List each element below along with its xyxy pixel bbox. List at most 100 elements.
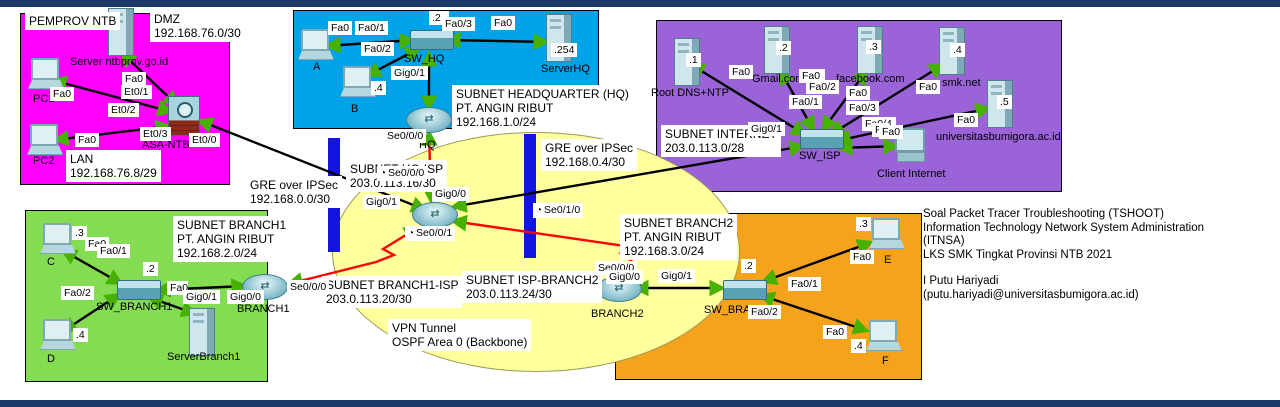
port-swisp-gig01: Gig0/1 [748,122,785,136]
gmail-name: Gmail.com [752,73,805,85]
hq-subnet-note: SUBNET HEADQUARTER (HQ) PT. ANGIN RIBUT … [452,85,633,131]
port-isp-gig01: Gig0/1 [363,195,400,209]
root-dns-name: Root DNS+NTP [651,87,729,99]
sw-branch1-device[interactable] [117,280,161,300]
port-asa-et02: Et0/2 [108,103,139,117]
universitas-name: universitasbumigora.ac.id [936,131,1061,143]
link-pc1-asa[interactable] [49,75,175,117]
port-swb2-fa02: Fa0/2 [748,305,781,319]
vpn-subtitle: OSPF Area 0 (Backbone) [392,335,528,349]
isp-branch2-title: SUBNET ISP-BRANCH2 [466,273,599,287]
bottom-bar [0,400,1280,407]
pc-f-device[interactable] [866,320,902,351]
gre-right-note: GRE over IPSec 192.168.0.4/30 [541,139,638,171]
branch2-company: PT. ANGIN RIBUT [624,230,722,244]
port-isp-se010: ◔Se0/1/0 [533,203,584,218]
pc-d-device[interactable] [40,319,76,350]
pc-c-ip: .3 [72,226,87,240]
pc1-name: PC1 [33,93,55,105]
credits-note: Soal Packet Tracer Troubleshooting (TSHO… [923,208,1204,302]
port-pc1-fa0: Fa0 [50,87,75,101]
port-swhq-fa02: Fa0/2 [361,42,394,56]
port-smk-fa0: Fa0 [916,80,941,94]
branch1-subnet-note: SUBNET BRANCH1 PT. ANGIN RIBUT 192.168.2… [173,216,291,262]
credits-line6: (putu.hariyadi@universitasbumigora.ac.id… [923,288,1139,301]
sw-isp-name: SW_ISP [799,150,841,162]
port-swb2-fa01: Fa0/1 [788,277,821,291]
branch2-subnet-note: SUBNET BRANCH2 PT. ANGIN RIBUT 192.168.3… [620,214,738,260]
vpn-note: VPN Tunnel OSPF Area 0 (Backbone) [388,319,532,351]
pc-b-ip: .4 [371,81,386,95]
pc-b-device[interactable] [340,66,376,97]
vpn-title: VPN Tunnel [392,321,457,335]
pc-e-device[interactable] [869,218,905,249]
link-serial-isp-branch1[interactable] [285,225,421,289]
port-swb2-gig01: Gig0/1 [658,269,695,283]
link-b-swhq[interactable] [364,46,422,78]
lan-note: LAN 192.168.76.8/29 [66,150,161,182]
facebook-name: facebook.com [836,73,905,85]
port-swisp-fa01: Fa0/1 [789,95,822,109]
pc2-device[interactable] [27,124,63,155]
dmz-title: DMZ [154,12,180,26]
pemprov-label: PEMPROV NTB [25,12,121,30]
pc-d-name: D [47,353,55,365]
gre-left-title: GRE over IPSec [250,178,339,192]
hq-company: PT. ANGIN RIBUT [456,101,554,115]
isp-branch2-subnet-note: SUBNET ISP-BRANCH2 203.0.113.24/30 [462,271,603,303]
link-swisp-client[interactable] [835,138,901,156]
link-swhq-serverhq[interactable] [443,31,551,51]
pc-a-device[interactable] [298,29,334,60]
smk-ip: .4 [950,43,965,57]
port-branch2-gig00: Gig0/0 [606,270,643,284]
credits-line5: I Putu Hariyadi [923,275,999,287]
link-swb2-e[interactable] [760,239,874,285]
root-ip: .1 [686,53,701,67]
link-c-swb1[interactable] [60,248,124,286]
port-isp-gig00: Gig0/0 [432,187,469,201]
serverbranch1-device[interactable] [189,308,215,356]
sw-branch1-ip: .2 [143,262,158,276]
port-asa-et00: Et0/0 [189,133,220,147]
sw-hq-device[interactable] [410,30,454,50]
port-swb1-gig01: Gig0/1 [183,290,220,304]
pc-e-name: E [884,254,892,266]
client-internet-name: Client Internet [877,168,946,180]
port-asa-et01: Et0/1 [121,85,152,99]
port-isp-se001-label: Se0/0/1 [416,227,453,239]
gmail-ip: .2 [776,41,791,55]
clock-icon: ◔ [408,228,415,239]
isp-branch2-subnet: 203.0.113.24/30 [466,287,552,301]
facebook-ip: .3 [866,40,881,54]
port-isp-se001: ◔Se0/0/1 [405,226,456,241]
credits-line4: LKS SMK Tingkat Provinsi NTB 2021 [923,248,1113,261]
serverbranch1-name: ServerBranch1 [167,351,241,363]
gre-left-note: GRE over IPSec 192.168.0.0/30 [246,176,343,208]
sw-branch2-device[interactable] [723,280,767,300]
credits-line3: (ITNSA) [923,235,965,247]
hq-subnet-title: SUBNET HEADQUARTER (HQ) [456,87,629,101]
branch1-router-device[interactable]: ⇄ [242,274,288,300]
port-facebook-fa0: Fa0 [846,86,871,100]
universitas-ip: .5 [997,95,1012,109]
port-swhq-gig01: Gig0/1 [391,66,428,80]
pc1-device[interactable] [28,58,64,89]
branch1-company: PT. ANGIN RIBUT [177,232,275,246]
dmz-subnet: 192.168.76.0/30 [154,26,241,40]
pc-c-device[interactable] [40,223,76,254]
port-isp-se000-label: Se0/0/0 [388,167,425,179]
credits-line2: Information Technology Network System Ad… [923,221,1205,234]
pc-e-ip: .3 [856,217,871,231]
hq-subnet: 192.168.1.0/24 [456,115,537,129]
link-swb2-f[interactable] [758,291,870,335]
sw-isp-device[interactable] [800,129,844,149]
link-d-swb1[interactable] [60,292,122,334]
gre-left-subnet: 192.168.0.0/30 [250,192,331,206]
port-branch1-se000: Se0/0/0 [287,280,330,294]
branch2-subnet: 192.168.3.0/24 [624,244,705,258]
asa-firewall-device[interactable] [168,96,200,136]
lan-title: LAN [70,152,94,166]
isp-router-device[interactable]: ⇄ [412,202,458,228]
port-serverhq-fa0: Fa0 [491,16,516,30]
port-isp-se010-label: Se0/1/0 [544,204,581,216]
